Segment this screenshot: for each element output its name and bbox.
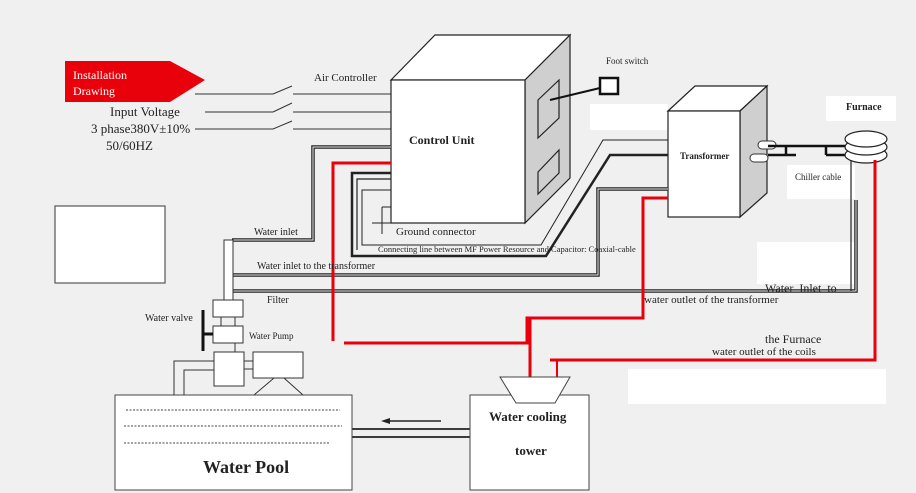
cooling-tower — [469, 394, 590, 491]
pump-assembly — [173, 239, 304, 422]
cooling-tower-funnel — [499, 376, 571, 404]
banner-arrow — [65, 61, 205, 102]
cooling-tower-label-1: Water cooling — [489, 409, 567, 424]
empty-box — [54, 205, 166, 284]
ground-connector-label: Ground connector — [396, 226, 476, 238]
water-pump-label: Water Pump — [249, 331, 294, 341]
control-unit-cube — [389, 33, 572, 225]
phase-label: 3 phase380V±10% — [91, 121, 191, 136]
water-valve-label: Water valve — [145, 313, 193, 324]
furnace-inlet-label-bg — [757, 242, 854, 284]
furnace-label: Furnace — [846, 102, 882, 113]
coaxial-cable-label: Connecting line between MF Power Resourc… — [378, 244, 636, 254]
black-pipes — [232, 139, 858, 438]
chiller-cable — [749, 140, 845, 163]
water-inlet-furnace-label: Water Inlet to the Furnace — [765, 281, 837, 346]
air-controller-label: Air Controller — [314, 72, 377, 84]
water-level-lines — [124, 409, 342, 444]
flow-arrow-icon — [381, 418, 441, 424]
blank-box-top — [590, 104, 668, 130]
transformer-cube — [666, 84, 769, 219]
foot-switch-label: Foot switch — [606, 56, 649, 66]
water-outlet-transformer-label: water outlet of the transformer — [644, 294, 779, 306]
frequency-label: 50/60HZ — [106, 138, 153, 153]
control-unit-label: Control Unit — [409, 133, 475, 147]
water-inlet-label: Water inlet — [254, 227, 298, 238]
banner-title: Installation Drawing — [73, 68, 127, 98]
water-inlet-transformer-label: Water inlet to the transformer — [257, 261, 376, 272]
furnace-coil — [844, 130, 888, 164]
water-valve — [201, 310, 213, 351]
filter-label: Filter — [267, 295, 289, 306]
water-outlet-coils-label: water outlet of the coils — [712, 346, 816, 358]
power-lines — [195, 85, 391, 130]
furnace-label-bg — [826, 96, 896, 121]
transformer-label: Transformer — [680, 151, 730, 161]
cooling-tower-label-2: tower — [515, 443, 547, 458]
foot-switch — [598, 76, 620, 96]
water-pool-label: Water Pool — [203, 457, 290, 477]
red-pipes — [331, 160, 877, 386]
chiller-label-bg — [787, 165, 855, 199]
input-voltage-label: Input Voltage — [110, 104, 180, 119]
blank-box-bottom-right — [628, 369, 886, 404]
chiller-cable-label: Chiller cable — [795, 172, 842, 182]
foot-switch-cable — [549, 87, 601, 101]
